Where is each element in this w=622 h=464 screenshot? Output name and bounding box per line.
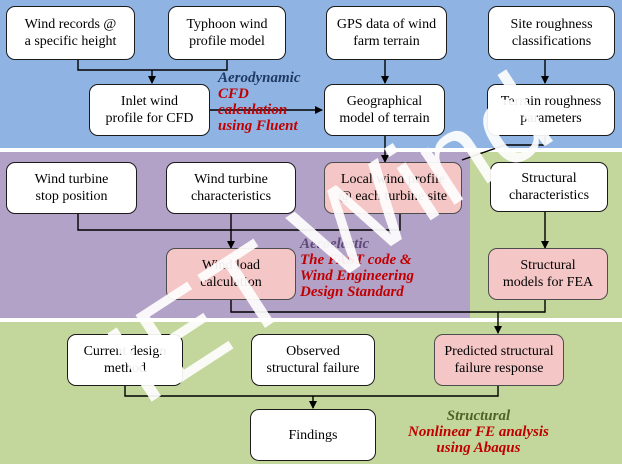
geographical-model-box: Geographical model of terrain <box>324 84 445 136</box>
local-wind-profile-label: Local wind profile @ each turbine site <box>338 172 448 204</box>
aeroelastic-method-3: Design Standard <box>300 284 404 300</box>
structural-method-1: Nonlinear FE analysis <box>408 424 549 440</box>
connector-terrain-to-local <box>461 136 546 161</box>
connector-records-typhoon <box>77 60 228 71</box>
geographical-model-label: Geographical model of terrain <box>339 94 430 126</box>
aeroelastic-method-1: The FAST code & <box>300 252 412 268</box>
aerodynamic-method-2: calculation <box>218 102 288 118</box>
typhoon-model-box: Typhoon wind profile model <box>168 6 286 60</box>
observed-failure-label: Observed structural failure <box>266 344 360 376</box>
structural-models-label: Structural models for FEA <box>502 258 594 290</box>
gps-data-box: GPS data of wind farm terrain <box>326 6 447 60</box>
aerodynamic-method-1: CFD <box>218 86 249 102</box>
terrain-parameters-label: Terrain roughness parameters <box>500 94 602 126</box>
structural-characteristics-label: Structural characteristics <box>508 171 590 203</box>
turbine-characteristics-label: Wind turbine characteristics <box>190 172 272 204</box>
findings-box: Findings <box>250 409 376 461</box>
aerodynamic-method-3: using Fluent <box>218 118 298 134</box>
wind-records-label: Wind records @ a specific height <box>24 17 117 49</box>
aeroelastic-title: Aeroelastic <box>300 236 370 252</box>
terrain-parameters-box: Terrain roughness parameters <box>487 84 615 136</box>
gps-data-label: GPS data of wind farm terrain <box>336 17 437 49</box>
predicted-failure-label: Predicted structural failure response <box>444 344 554 376</box>
aeroelastic-method-2: Wind Engineering <box>300 268 415 284</box>
structural-method-2: using Abaqus <box>436 440 521 456</box>
local-wind-profile-box: Local wind profile @ each turbine site <box>324 162 462 214</box>
wind-records-box: Wind records @ a specific height <box>6 6 135 60</box>
inlet-profile-label: Inlet wind profile for CFD <box>105 94 194 126</box>
stop-position-box: Wind turbine stop position <box>6 162 137 214</box>
predicted-failure-box: Predicted structural failure response <box>434 334 564 386</box>
aeroelastic-label: Aeroelastic The FAST code & Wind Enginee… <box>300 236 414 300</box>
turbine-characteristics-box: Wind turbine characteristics <box>166 162 296 214</box>
connector-models-to-predicted <box>498 300 546 313</box>
site-roughness-box: Site roughness classifications <box>488 6 615 60</box>
connector-aeroelastic-inputs <box>77 214 401 231</box>
wind-load-box: Wind load calculation <box>166 248 296 300</box>
observed-failure-box: Observed structural failure <box>251 334 375 386</box>
site-roughness-label: Site roughness classifications <box>510 17 593 49</box>
aerodynamic-title: Aerodynamic <box>218 70 301 86</box>
stop-position-label: Wind turbine stop position <box>34 172 109 204</box>
structural-characteristics-box: Structural characteristics <box>490 162 608 212</box>
structural-title: Structural <box>446 408 511 424</box>
current-design-label: Current design method <box>83 344 167 376</box>
wind-load-label: Wind load calculation <box>200 258 262 290</box>
connector-bottom-row <box>124 386 499 397</box>
arrow-load-to-predicted <box>230 300 502 334</box>
structural-models-box: Structural models for FEA <box>488 248 608 300</box>
typhoon-model-label: Typhoon wind profile model <box>186 17 268 49</box>
structural-label: Structural Nonlinear FE analysis using A… <box>408 408 549 456</box>
current-design-box: Current design method <box>67 334 183 386</box>
aerodynamic-label: Aerodynamic CFD calculation using Fluent <box>218 70 301 134</box>
inlet-profile-box: Inlet wind profile for CFD <box>89 84 210 136</box>
findings-label: Findings <box>288 427 338 443</box>
